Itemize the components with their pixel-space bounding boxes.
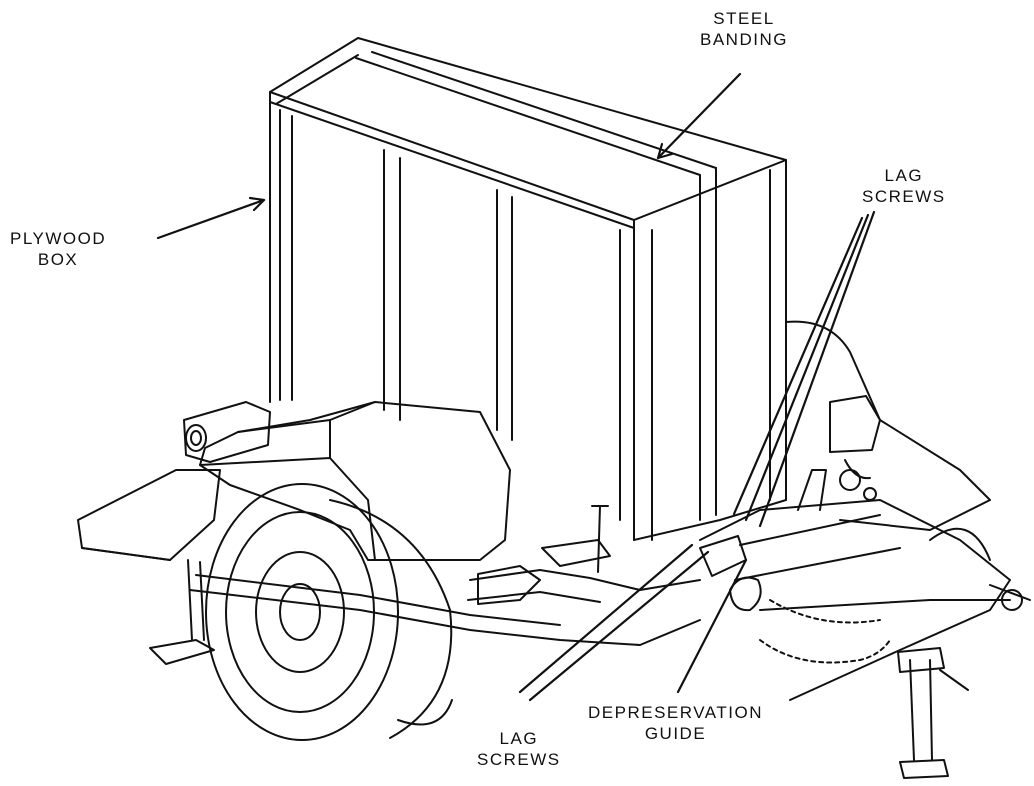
label-steel-banding: STEEL BANDING — [700, 8, 788, 50]
jack-stand — [897, 647, 969, 779]
label-steel-banding-line1: STEEL — [713, 9, 775, 28]
front-frame — [467, 505, 762, 612]
right-fender — [785, 320, 991, 531]
label-lag-screws-lower: LAG SCREWS — [477, 728, 561, 770]
label-lag-screws-lower-line2: SCREWS — [477, 750, 561, 769]
label-lag-screws-upper: LAG SCREWS — [862, 165, 946, 207]
label-plywood-box: PLYWOOD BOX — [10, 228, 106, 270]
label-depreservation-guide: DEPRESERVATION GUIDE — [588, 702, 763, 744]
rear-stand — [149, 559, 215, 665]
label-plywood-box-line1: PLYWOOD — [10, 229, 107, 248]
wheel-assembly — [205, 483, 453, 741]
label-plywood-box-line2: BOX — [37, 250, 79, 269]
plywood-box — [269, 37, 787, 541]
label-lag-screws-upper-line2: SCREWS — [862, 187, 946, 206]
label-lag-screws-upper-line1: LAG — [884, 166, 924, 185]
leader-lines — [156, 72, 876, 702]
label-depreservation-guide-line2: GUIDE — [644, 724, 707, 743]
label-depreservation-guide-line1: DEPRESERVATION — [588, 703, 763, 722]
fender-lamp — [183, 401, 271, 463]
label-lag-screws-lower-line1: LAG — [499, 729, 539, 748]
trailer-platform — [77, 469, 221, 561]
tongue-assembly — [699, 469, 1031, 701]
label-steel-banding-line2: BANDING — [700, 30, 788, 49]
